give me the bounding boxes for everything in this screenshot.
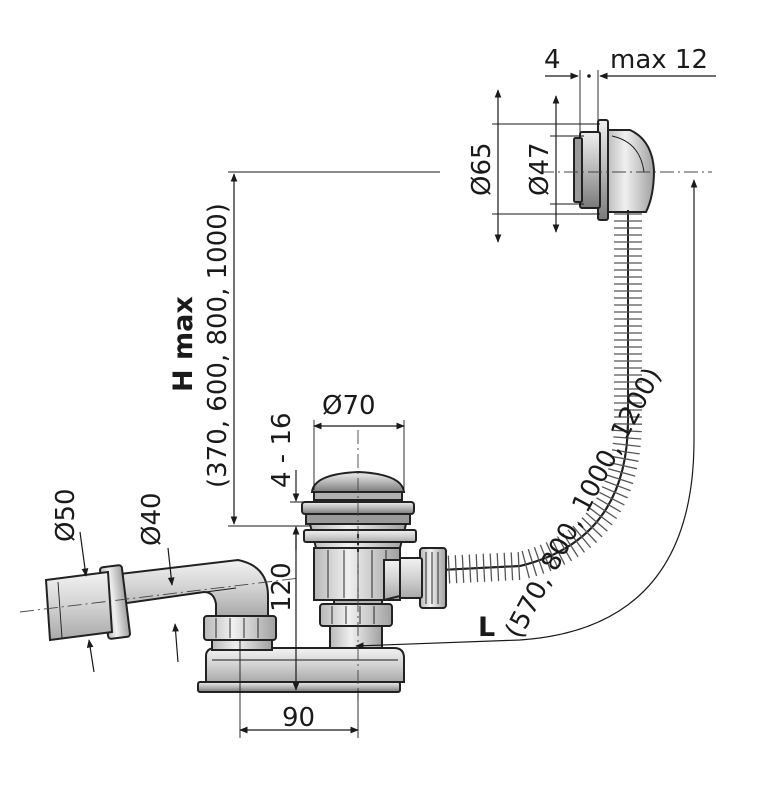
trap-base [197, 615, 405, 693]
hose-rib [482, 553, 486, 582]
label-h-max: H max [168, 296, 199, 392]
label-d70: Ø70 [322, 391, 376, 421]
hose-rib [489, 553, 493, 582]
overflow-head [573, 119, 656, 221]
hose-ribs [447, 213, 643, 584]
overflow-elbow [605, 129, 656, 213]
outlet-nut [203, 615, 277, 641]
label-4-16: 4 - 16 [267, 412, 297, 488]
hose-rib [461, 554, 465, 583]
centerlines [19, 171, 712, 700]
trap-base-plate [197, 681, 401, 693]
label-4: 4 [544, 45, 561, 75]
outlet-spigot [44, 570, 114, 642]
label-d65: Ø65 [467, 142, 497, 196]
hose-rib [475, 554, 479, 583]
trap-body [205, 647, 405, 683]
label-d47: Ø47 [525, 142, 555, 196]
hose-rib [503, 552, 507, 581]
hose-rib [468, 554, 472, 583]
hose-rib [510, 552, 514, 581]
hose-rib [517, 552, 521, 581]
valve-lower-nut [319, 603, 393, 627]
label-l-values: (570, 800, 1000, 1200) [500, 363, 668, 643]
waste-valve [301, 470, 417, 657]
label-d40: Ø40 [137, 492, 167, 546]
dimension-lines [79, 70, 716, 738]
label-max-12: max 12 [610, 45, 708, 75]
corrugated-hose [439, 210, 643, 584]
label-l: L [478, 612, 495, 643]
hose-rib [447, 555, 451, 584]
hose-rib [454, 555, 458, 584]
label-90: 90 [282, 703, 315, 733]
hose-rib [496, 553, 500, 582]
label-120: 120 [267, 562, 297, 612]
label-d50: Ø50 [51, 488, 81, 542]
outlet-pipe [44, 558, 269, 642]
label-h-values: (370, 600, 800, 1000) [203, 203, 233, 488]
outlet-elbow [119, 558, 269, 617]
